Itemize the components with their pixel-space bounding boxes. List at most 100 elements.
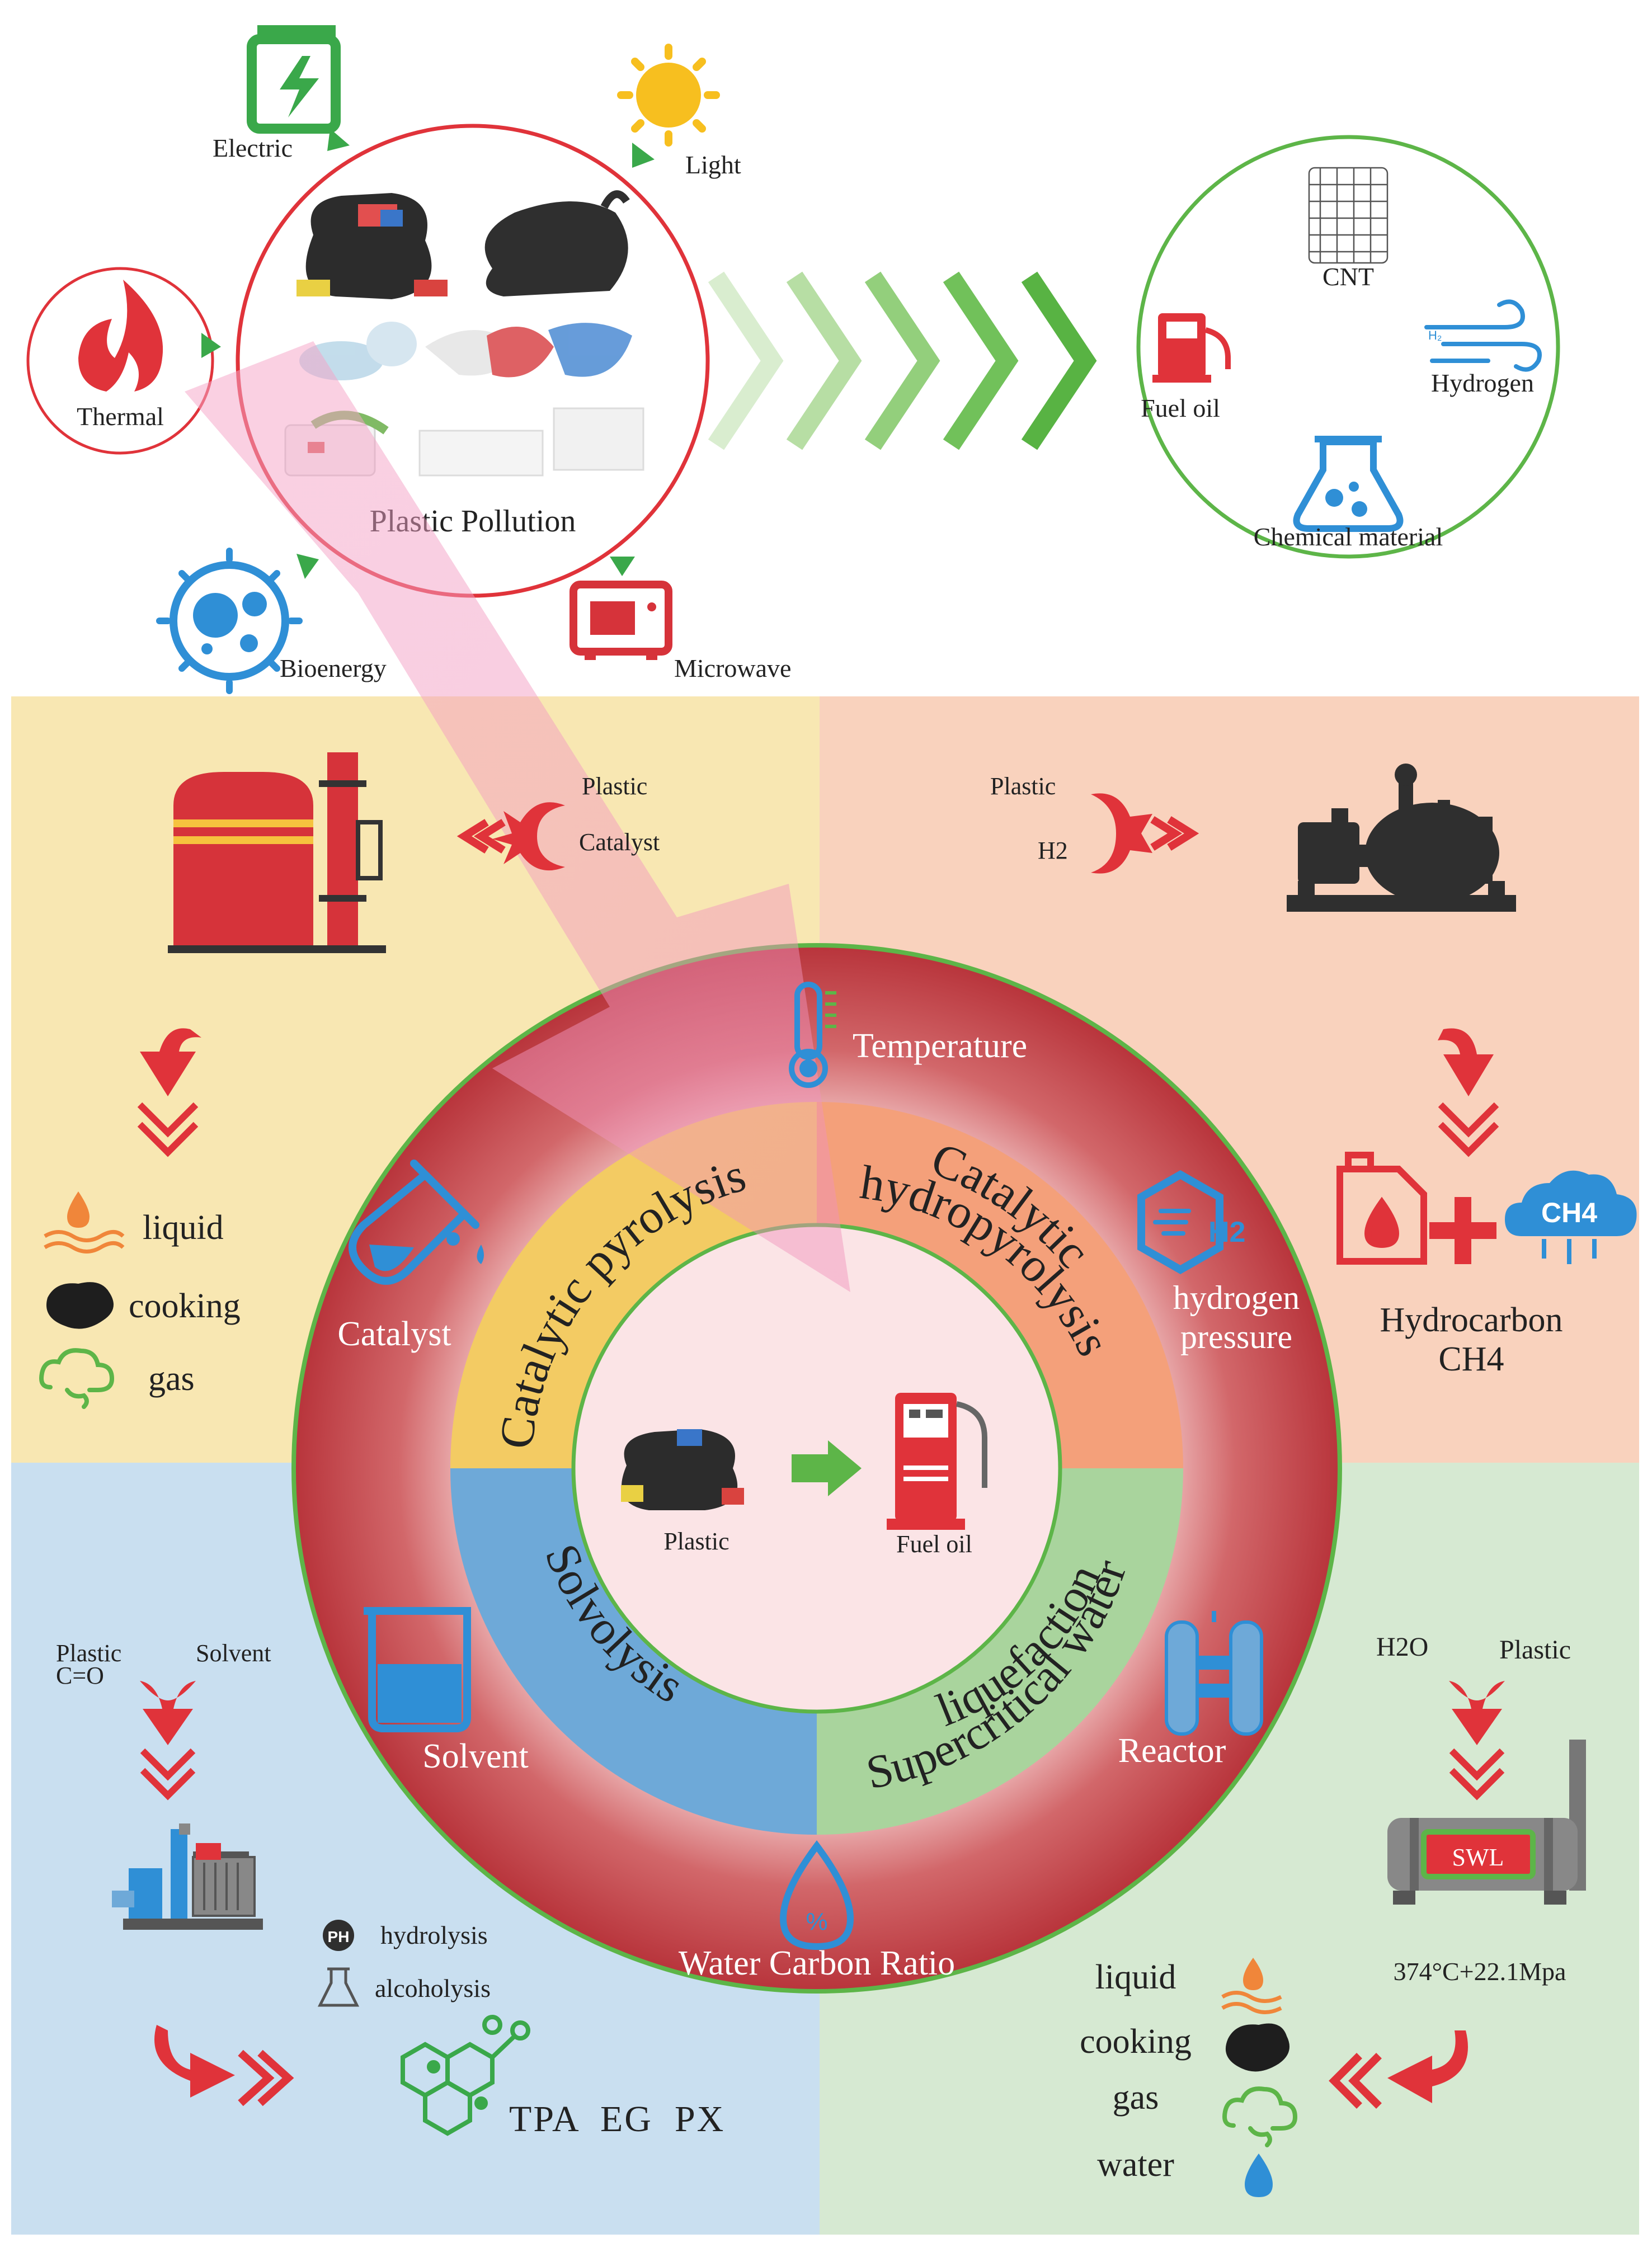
reactor-icon xyxy=(1165,1611,1263,1736)
pyrolysis-output-liquid: liquid xyxy=(143,1209,224,1247)
pyrolysis-down-arrow xyxy=(140,1028,201,1096)
bioenergy-icon xyxy=(156,548,303,694)
center-plastic-label: Plastic xyxy=(663,1528,729,1555)
coke-icon xyxy=(46,1282,114,1329)
pyrolysis-input-plastic: Plastic xyxy=(582,772,647,800)
hydrogen-pressure-label-1: hydrogen xyxy=(1173,1279,1300,1316)
ph-badge-label: PH xyxy=(328,1928,350,1945)
thermal-label: Thermal xyxy=(77,402,164,431)
solvolysis-products: TPA EG PX xyxy=(509,2099,725,2140)
flask-icon xyxy=(1293,436,1404,532)
liquid-icon xyxy=(44,1191,125,1254)
solvent-ring-label: Solvent xyxy=(422,1737,528,1775)
catalyst-label: Catalyst xyxy=(337,1315,451,1353)
battery-icon xyxy=(247,25,341,134)
swl-output-gas: gas xyxy=(1113,2079,1159,2117)
hydro-output-ch4: CH4 xyxy=(1438,1340,1504,1378)
swl-input-plastic: Plastic xyxy=(1499,1635,1571,1665)
solvolysis-down-arrow xyxy=(140,1681,196,1745)
solvolysis-method-hydrolysis: hydrolysis xyxy=(380,1921,488,1949)
thermometer-icon xyxy=(789,982,836,1088)
chemical-label: Chemical material xyxy=(1254,522,1443,551)
segment-solvolysis xyxy=(450,1468,817,1835)
fuel-pump-icon xyxy=(1152,313,1231,383)
swl-badge-label: SWL xyxy=(1452,1844,1504,1871)
pyrolysis-output-gas: gas xyxy=(148,1360,195,1398)
bioenergy-label: Bioenergy xyxy=(280,654,387,682)
hydro-input-arrow xyxy=(1091,793,1152,874)
ch4-cloud-icon: CH4 xyxy=(1505,1170,1637,1264)
segment-swl xyxy=(817,1468,1183,1835)
temperature-label: Temperature xyxy=(853,1027,1027,1065)
arrow-bioenergy xyxy=(296,554,319,579)
center-arrow xyxy=(792,1440,862,1496)
arrow-microwave xyxy=(610,557,635,576)
solvolysis-machine-icon xyxy=(112,1823,263,1930)
pyrolysis-output-cooking: cooking xyxy=(129,1287,241,1325)
swl-left-arrow xyxy=(1387,2030,1468,2103)
arrow-light xyxy=(632,143,655,168)
percent-label: % xyxy=(806,1908,827,1935)
swl-down-arrow xyxy=(1449,1681,1505,1745)
pyrolysis-input-catalyst: Catalyst xyxy=(579,828,660,856)
sun-icon xyxy=(617,44,720,147)
chevron-arrows xyxy=(708,271,1097,450)
pink-flow-arrow xyxy=(185,341,850,1292)
swl-input-h2o: H2O xyxy=(1376,1632,1428,1662)
swl-left-chevrons xyxy=(1329,2053,1382,2109)
swl-output-water: water xyxy=(1097,2146,1174,2184)
arrow-thermal xyxy=(201,333,221,358)
molecule-icon xyxy=(401,2015,530,2136)
water-drop-icon xyxy=(1245,2154,1273,2197)
water-drop-percent-icon: % xyxy=(779,1840,854,1950)
pyrolysis-tower-icon xyxy=(168,752,386,953)
hydro-output-hydrocarbon: Hydrocarbon xyxy=(1380,1301,1562,1339)
hydro-input-h2: H2 xyxy=(1038,837,1068,864)
reactor-label: Reactor xyxy=(1118,1732,1226,1770)
center-fuel-pump-icon xyxy=(887,1393,987,1530)
plus-icon xyxy=(1429,1197,1496,1264)
hydro-down-arrow xyxy=(1438,1028,1494,1096)
svg-text:H₂: H₂ xyxy=(1428,328,1442,342)
solvolysis-down-chevrons xyxy=(140,1748,196,1801)
solvolysis-right-chevrons xyxy=(238,2049,294,2107)
swl-output-liquid: liquid xyxy=(1095,1958,1176,1996)
pyrolysis-down-chevrons xyxy=(137,1102,199,1157)
pyrolysis-chevrons xyxy=(456,819,506,854)
swl-output-cooking: cooking xyxy=(1080,2023,1192,2061)
fuel-can-icon xyxy=(1336,1152,1427,1265)
solvolysis-method-alcoholysis: alcoholysis xyxy=(375,1974,491,2002)
electric-label: Electric xyxy=(213,134,293,162)
test-tube-icon xyxy=(349,1160,484,1285)
swl-down-chevrons xyxy=(1449,1748,1505,1801)
hydrogen-wind-icon: H₂ xyxy=(1424,299,1542,372)
hydro-chevrons xyxy=(1150,816,1199,851)
hydro-down-chevrons xyxy=(1438,1102,1499,1157)
beaker-icon xyxy=(364,1607,471,1732)
ph-badge-icon: PH xyxy=(323,1920,354,1951)
pyrolysis-input-arrow xyxy=(492,802,565,871)
hydro-input-plastic: Plastic xyxy=(990,772,1056,800)
water-carbon-ratio-label: Water Carbon Ratio xyxy=(679,1944,955,1982)
fuel-oil-label: Fuel oil xyxy=(1141,394,1220,422)
h2-hexagon-icon: H2 xyxy=(1137,1170,1245,1275)
solvolysis-input-co: C=O xyxy=(56,1662,104,1689)
hydrogen-label: Hydrogen xyxy=(1431,369,1534,397)
center-fuel-oil-label: Fuel oil xyxy=(896,1530,972,1558)
microwave-label: Microwave xyxy=(674,654,791,682)
segment-catalytic-hydropyrolysis xyxy=(817,1102,1183,1468)
arrow-electric xyxy=(327,129,350,151)
swl-conditions: 374°C+22.1Mpa xyxy=(1394,1957,1566,1986)
solvolysis-right-arrow xyxy=(154,2025,235,2098)
h2-badge-label: H2 xyxy=(1208,1216,1245,1248)
products-circle xyxy=(1136,135,1560,559)
swl-reactor-icon: SWL xyxy=(1387,1740,1586,1905)
microwave-icon xyxy=(570,581,672,660)
swl-gas-icon xyxy=(1222,2086,1298,2147)
small-flask-icon xyxy=(317,1967,360,2007)
ch4-cloud-label: CH4 xyxy=(1541,1197,1597,1228)
swl-coke-icon xyxy=(1225,2023,1289,2072)
solvolysis-input-plastic: Plastic xyxy=(56,1639,121,1667)
hydrogen-pressure-label-2: pressure xyxy=(1180,1318,1292,1355)
